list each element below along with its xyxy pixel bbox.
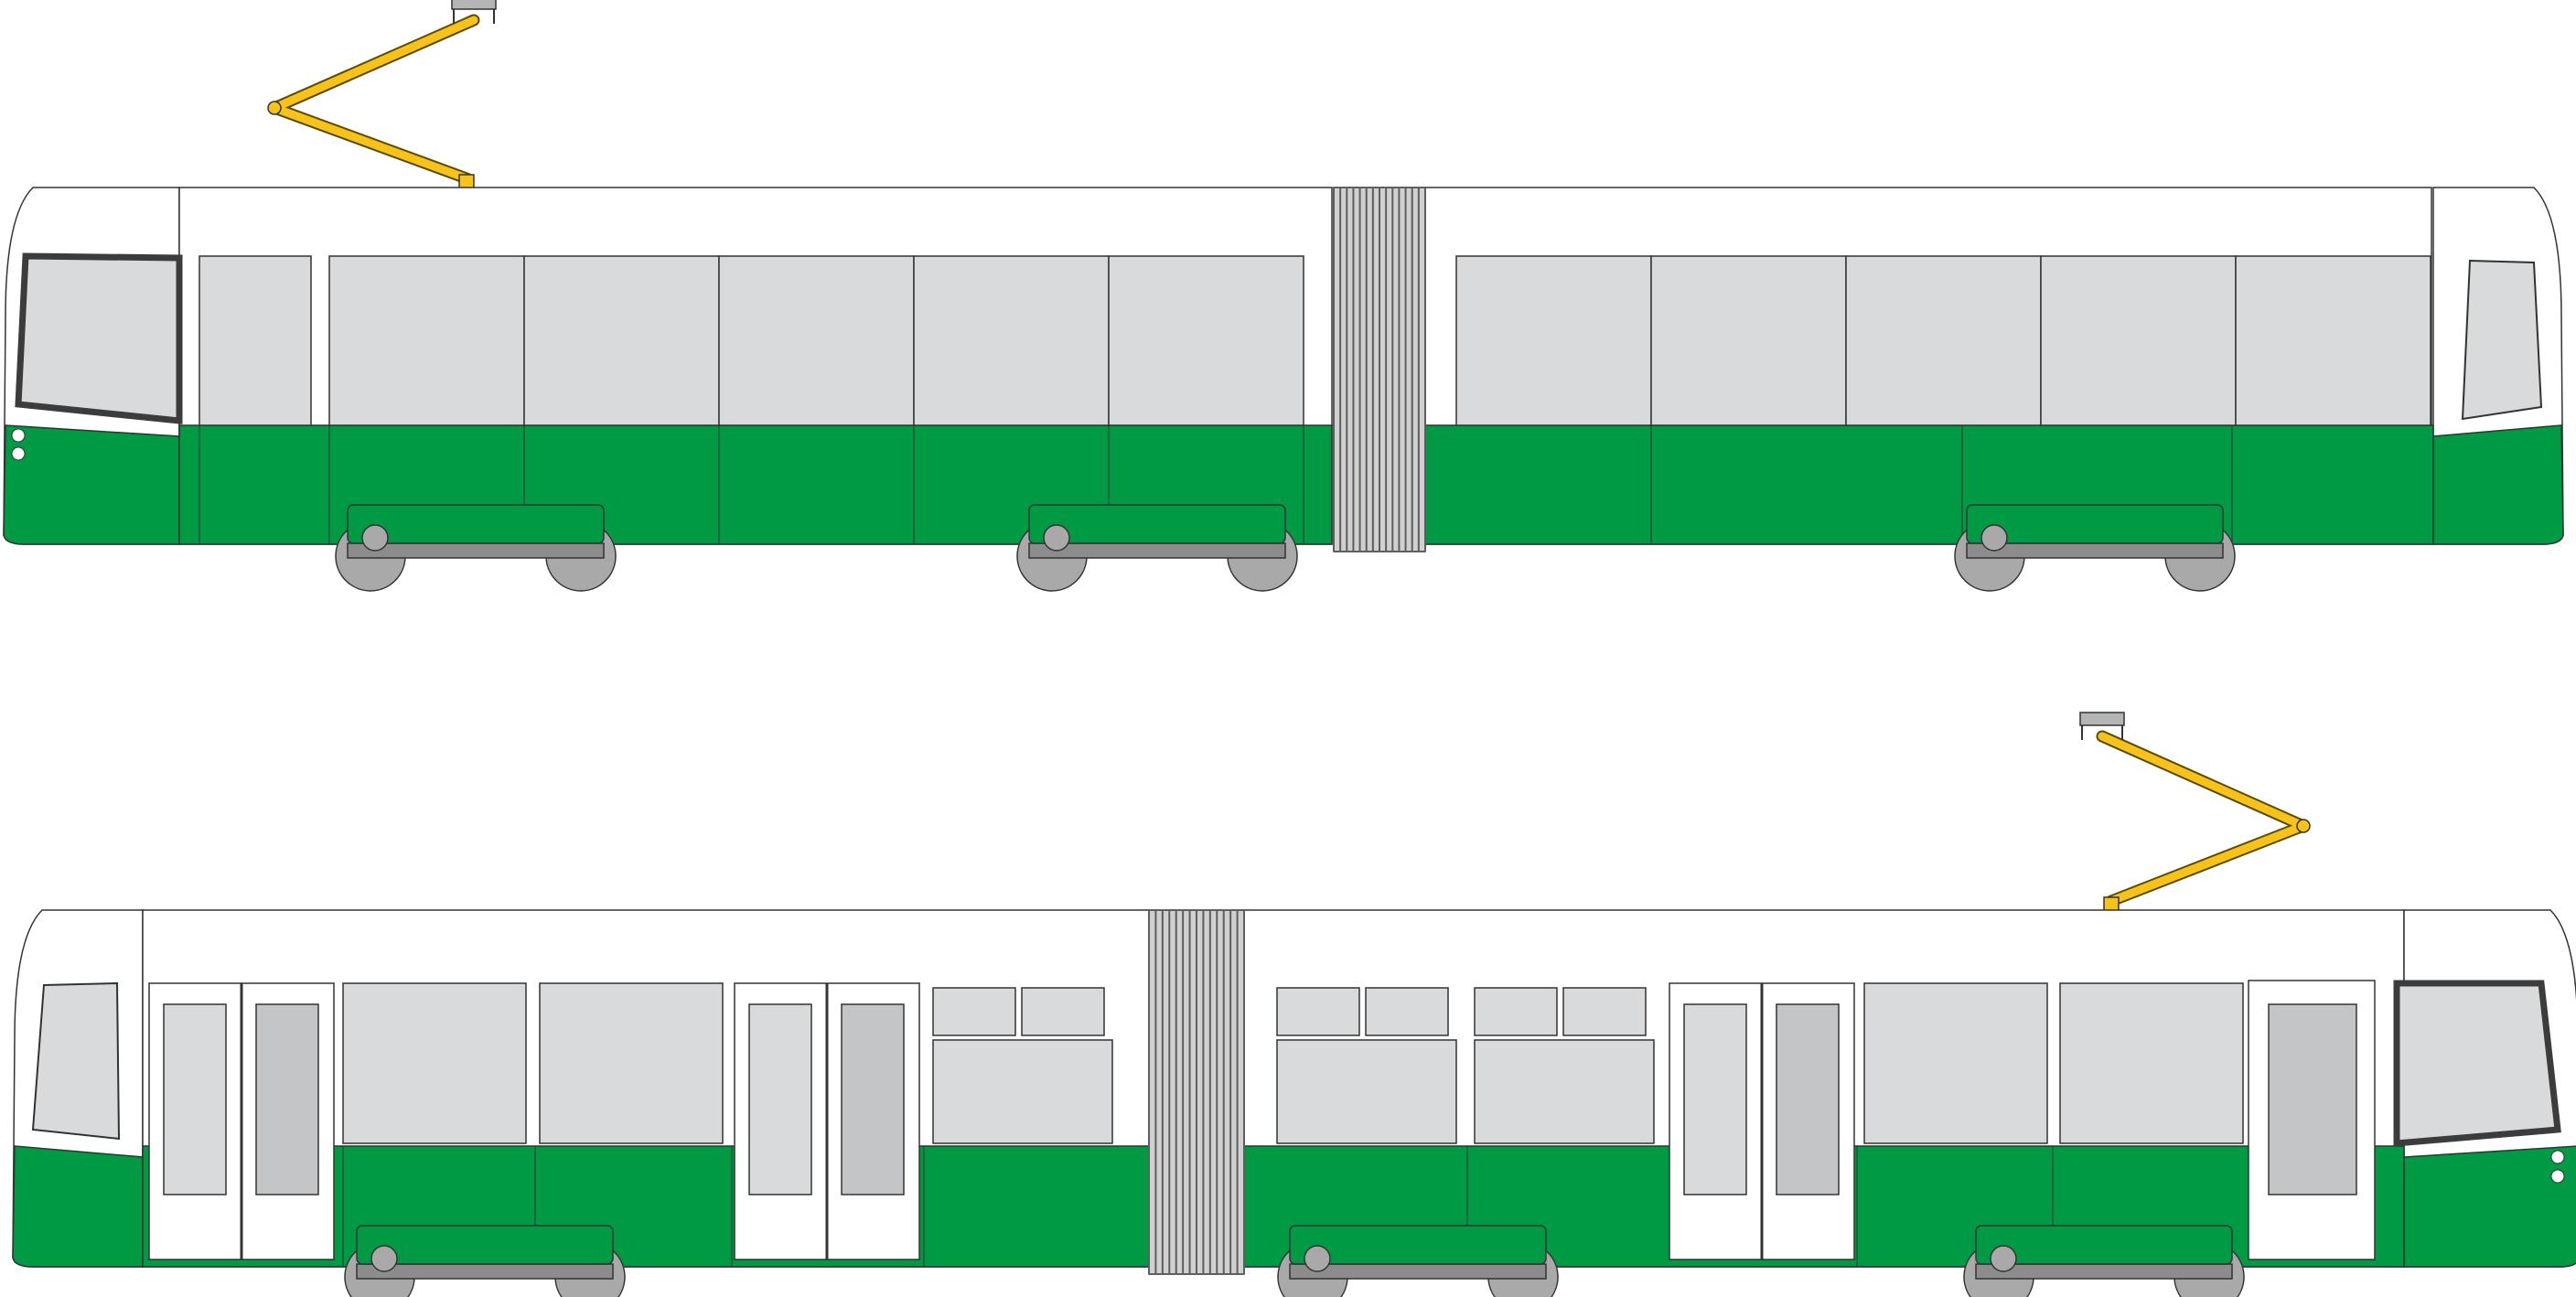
bogie-cover [347, 504, 605, 544]
articulation-bellows [1333, 187, 1426, 552]
door-window [1776, 1003, 1840, 1195]
window [1455, 255, 1652, 426]
window-upper [1276, 987, 1360, 1036]
window-upper [1474, 987, 1558, 1036]
window [2235, 255, 2431, 426]
window [718, 255, 915, 426]
bogie-cover [1966, 504, 2224, 544]
window-upper [1365, 987, 1449, 1036]
head-lamp [11, 446, 26, 461]
bogie-cover [1975, 1225, 2233, 1265]
skirt-right [1424, 424, 2434, 545]
cab-skirt [12, 1145, 144, 1268]
tram-side-view-lower [12, 712, 2576, 1297]
window [342, 982, 527, 1144]
pantograph-arm-outline [2096, 730, 2310, 907]
door [148, 982, 335, 1260]
cab-skirt [2432, 424, 2564, 545]
axle-hub [1980, 524, 2008, 552]
door [2248, 980, 2376, 1260]
cab-skirt [2403, 1145, 2576, 1268]
window [1650, 255, 1847, 426]
door-window [163, 1003, 227, 1195]
door-window [841, 1003, 905, 1195]
window-upper [1562, 987, 1647, 1036]
window-upper [1021, 987, 1105, 1036]
pantograph [2079, 712, 2311, 913]
pantograph-head [451, 0, 497, 10]
door-window [2268, 1003, 2357, 1195]
bogie [1954, 504, 2236, 592]
cab-skirt [3, 424, 180, 545]
window [1108, 255, 1304, 426]
window [199, 255, 312, 426]
window-upper [932, 987, 1016, 1036]
window [913, 255, 1110, 426]
bogie [1016, 504, 1298, 592]
pantograph-arm [270, 16, 478, 183]
window [2059, 982, 2244, 1144]
bogie [1963, 1225, 2245, 1297]
rear-windshield [2461, 259, 2543, 421]
head-lamp [2550, 1150, 2565, 1164]
tram-side-view-upper [3, 0, 2564, 592]
pantograph-knee [267, 101, 282, 115]
articulation-bellows [1148, 909, 1245, 1275]
window [1474, 1039, 1655, 1144]
window [1845, 255, 2042, 426]
bogie [344, 1225, 626, 1297]
bogie-cover [1028, 504, 1286, 544]
axle-hub [1990, 1245, 2017, 1272]
window [328, 255, 525, 426]
bogie-cover [1289, 1225, 1547, 1265]
window [2040, 255, 2237, 426]
axle-hub [1304, 1245, 1331, 1272]
cab-windshield [15, 252, 183, 424]
window [539, 982, 724, 1144]
axle-hub [1043, 524, 1070, 552]
pantograph [267, 0, 497, 190]
door [1669, 982, 1855, 1260]
window [523, 255, 720, 426]
pantograph-knee [2296, 819, 2311, 833]
axle-hub [361, 524, 389, 552]
axle-hub [370, 1245, 398, 1272]
window [932, 1039, 1113, 1144]
head-lamp [11, 428, 26, 443]
door-window [748, 1003, 812, 1195]
bogie-cover [356, 1225, 614, 1265]
window [1863, 982, 2048, 1144]
door [734, 982, 920, 1260]
window [1276, 1039, 1457, 1144]
head-lamp [2550, 1169, 2565, 1184]
door-window [1683, 1003, 1747, 1195]
rear-windshield [31, 981, 121, 1141]
bogie [335, 504, 617, 592]
door-window [255, 1003, 319, 1195]
cab-windshield [2393, 980, 2561, 1147]
bogie [1277, 1225, 1559, 1297]
pantograph-head [2079, 712, 2125, 726]
